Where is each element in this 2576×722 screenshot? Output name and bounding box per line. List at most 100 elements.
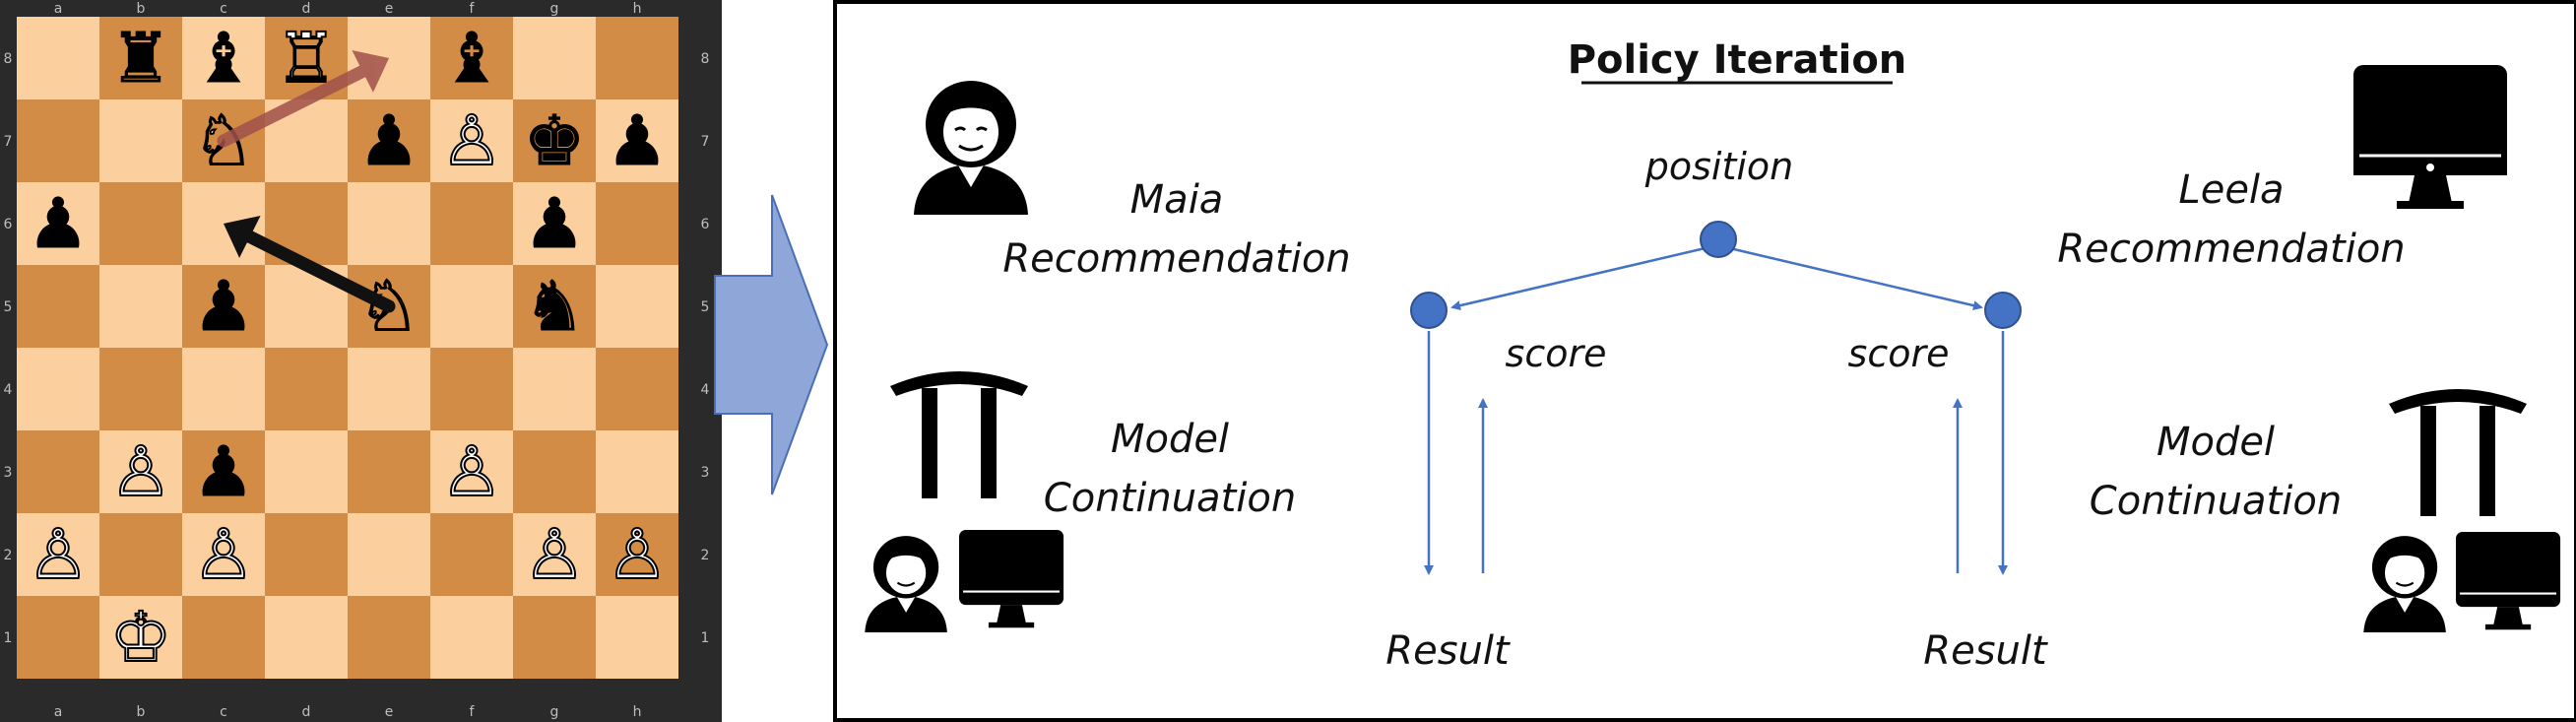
black-pawn-c5-icon: ♟ (193, 266, 255, 347)
left-result-label: Result (1385, 628, 1511, 674)
board-square-f5 (430, 265, 513, 348)
right-continuation-label: Continuation (2090, 479, 2342, 524)
board-square-c8 (182, 17, 265, 99)
human-player-icon (865, 536, 947, 632)
board-square-g1 (513, 596, 596, 679)
black-bishop-c8-icon: ♝ (193, 18, 255, 98)
board-square-h7 (596, 99, 678, 182)
board-square-a7 (17, 99, 99, 182)
rank-label: 4 (4, 382, 13, 398)
right-score-label: score (1848, 332, 1950, 375)
board-square-f6 (430, 182, 513, 265)
edge-root-right (1720, 244, 1983, 311)
file-label: a (54, 1, 63, 17)
board-square-g5 (513, 265, 596, 348)
black-bishop-f8-icon: ♝ (441, 18, 503, 98)
file-label: a (54, 704, 63, 720)
root-label: position (1644, 145, 1794, 188)
board-square-f4 (430, 348, 513, 430)
rank-label: 7 (701, 134, 710, 150)
policy-iteration-diagram: Policy Iteration position score score Re… (833, 0, 2576, 722)
rank-label: 1 (701, 630, 710, 646)
board-square-a3 (17, 430, 99, 513)
rank-label: 4 (701, 382, 710, 398)
transition-arrow-icon (714, 194, 829, 495)
white-pawn-h2-icon: ♙ (607, 514, 669, 595)
file-label: c (220, 1, 227, 17)
board-square-f1 (430, 596, 513, 679)
file-label: g (550, 704, 559, 720)
black-pawn-a6-icon: ♟ (28, 183, 90, 264)
black-knight-g5-icon: ♞ (524, 266, 586, 347)
board-square-a8 (17, 17, 99, 99)
board-square-b2 (99, 513, 182, 596)
board-square-c1 (182, 596, 265, 679)
board-square-g6 (513, 182, 596, 265)
board-square-a5 (17, 265, 99, 348)
model-gate-icon (890, 371, 1028, 498)
white-pawn-a2-icon: ♙ (28, 514, 90, 595)
human-player-icon (2363, 536, 2446, 632)
red-move-arrow (217, 49, 389, 148)
rank-label: 3 (4, 465, 13, 481)
right-model-label: Model (2157, 420, 2275, 465)
human-player-icon (914, 81, 1028, 215)
black-pawn-e7-icon: ♟ (358, 100, 420, 181)
black-rook-b8-icon: ♜ (110, 18, 172, 98)
board-square-f2 (430, 513, 513, 596)
rank-label: 2 (4, 548, 13, 563)
board-square-g4 (513, 348, 596, 430)
board-square-a1 (17, 596, 99, 679)
board-square-b1 (99, 596, 182, 679)
board-square-h3 (596, 430, 678, 513)
rank-label: 7 (4, 134, 13, 150)
leela-label: Leela (2178, 167, 2284, 213)
white-king-b1-icon: ♔ (110, 597, 172, 678)
board-square-g7 (513, 99, 596, 182)
board-square-h6 (596, 182, 678, 265)
board-square-b4 (99, 348, 182, 430)
model-gate-icon (2389, 389, 2527, 516)
board-square-h8 (596, 17, 678, 99)
file-label: e (385, 704, 394, 720)
black-pawn-g6-icon: ♟ (524, 183, 586, 264)
board-square-d3 (265, 430, 348, 513)
board-square-b7 (99, 99, 182, 182)
board-square-g8 (513, 17, 596, 99)
board-square-b6 (99, 182, 182, 265)
board-square-g2 (513, 513, 596, 596)
white-pawn-f7-icon: ♙ (441, 100, 503, 181)
right-node (1984, 292, 2022, 329)
board-square-a2 (17, 513, 99, 596)
computer-engine-icon (959, 530, 1064, 628)
board-square-e7 (348, 99, 430, 182)
file-label: d (302, 704, 311, 720)
board-square-a4 (17, 348, 99, 430)
board-square-h5 (596, 265, 678, 348)
board-square-e1 (348, 596, 430, 679)
board-square-a6 (17, 182, 99, 265)
black-pawn-c3-icon: ♟ (193, 431, 255, 512)
white-pawn-g2-icon: ♙ (524, 514, 586, 595)
computer-engine-icon (2353, 65, 2507, 209)
board-square-d2 (265, 513, 348, 596)
rank-label: 6 (4, 217, 13, 232)
maia-label: Maia (1130, 177, 1224, 223)
rank-label: 2 (701, 548, 710, 563)
left-node (1410, 292, 1448, 329)
board-square-f8 (430, 17, 513, 99)
rank-label: 1 (4, 630, 13, 646)
file-label: b (137, 1, 146, 17)
board-square-g3 (513, 430, 596, 513)
board-square-e3 (348, 430, 430, 513)
left-model-label: Model (1111, 417, 1229, 462)
white-pawn-c2-icon: ♙ (193, 514, 255, 595)
black-pawn-h7-icon: ♟ (607, 100, 669, 181)
file-label: h (633, 704, 642, 720)
white-knight-e5-icon: ♘ (358, 266, 420, 347)
board-square-b5 (99, 265, 182, 348)
file-label: e (385, 1, 394, 17)
board-square-h4 (596, 348, 678, 430)
rank-label: 5 (4, 299, 13, 315)
